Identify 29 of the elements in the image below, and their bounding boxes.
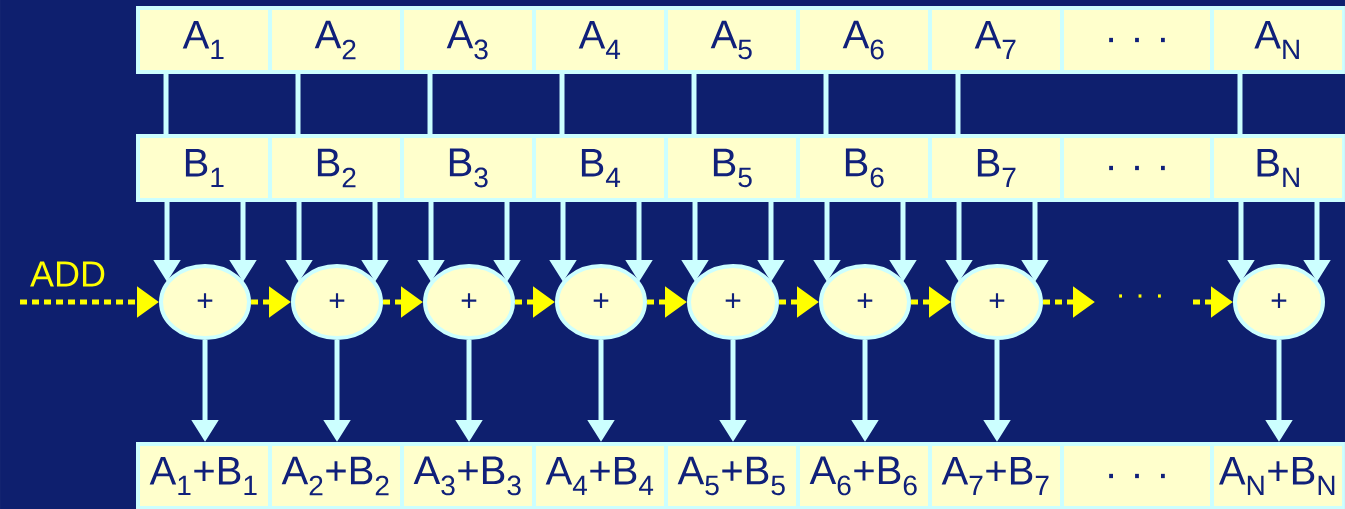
data-cell: A$_{6}$ <box>796 6 932 74</box>
data-cell: A$_{4}$+B$_{4}$ <box>532 442 668 509</box>
data-cell: A$_{1}$ <box>136 6 272 74</box>
data-cell: A$_{5}$+B$_{5}$ <box>664 442 800 509</box>
data-cell: A$_{5}$ <box>664 6 800 74</box>
data-cell: . . . <box>1060 442 1214 509</box>
data-cell: . . . <box>1060 134 1214 202</box>
data-cell: B$_{5}$ <box>664 134 800 202</box>
data-cell: A$_{4}$ <box>532 6 668 74</box>
data-cell: A$_{7}$ <box>928 6 1064 74</box>
data-cell: A$_{2}$ <box>268 6 404 74</box>
data-cell: A$_{7}$+B$_{7}$ <box>928 442 1064 509</box>
data-cell: B$_{6}$ <box>796 134 932 202</box>
edge-label: ADD <box>30 261 105 287</box>
data-cell: A$_{3}$ <box>400 6 536 74</box>
data-cell: B$_{1}$ <box>136 134 272 202</box>
data-cell: B$_{N}$ <box>1210 134 1345 202</box>
data-cell: A$_{6}$+B$_{6}$ <box>796 442 932 509</box>
data-cell: A$_{1}$+B$_{1}$ <box>136 442 272 509</box>
data-cell: B$_{7}$ <box>928 134 1064 202</box>
data-cell: B$_{3}$ <box>400 134 536 202</box>
data-cell: B$_{4}$ <box>532 134 668 202</box>
data-cell: B$_{2}$ <box>268 134 404 202</box>
data-cell: . . . <box>1060 6 1214 74</box>
data-cell: A$_{N}$ <box>1210 6 1345 74</box>
data-cell: A$_{N}$+B$_{N}$ <box>1210 442 1345 509</box>
data-cell: A$_{2}$+B$_{2}$ <box>268 442 404 509</box>
ellipsis: . . . <box>1119 294 1161 298</box>
data-cell: A$_{3}$+B$_{3}$ <box>400 442 536 509</box>
